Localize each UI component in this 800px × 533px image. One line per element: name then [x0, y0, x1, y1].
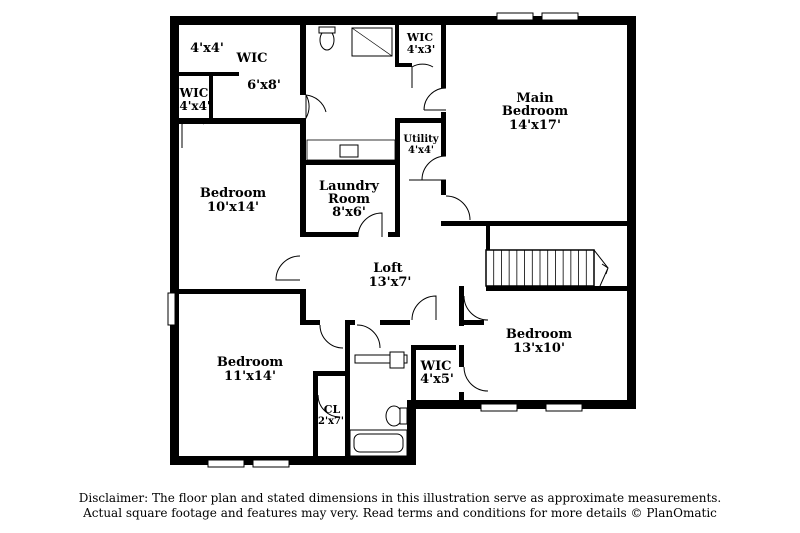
utility-dim: 4'x4'	[408, 145, 434, 156]
disclaimer-line-2: Actual square footage and features may v…	[83, 506, 717, 520]
closet-4x4-dim: 4'x4'	[190, 41, 224, 56]
disclaimer-line-1: Disclaimer: The floor plan and stated di…	[78, 491, 722, 505]
laundry-dim: 8'x6'	[332, 205, 366, 220]
loft-name: Loft	[373, 261, 402, 276]
closet-cl-dim: 2'x7'	[318, 416, 344, 427]
utility-name: Utility	[403, 134, 439, 145]
wic-4x4-name: WIC	[179, 86, 209, 100]
wic-6x8-dim: 6'x8'	[247, 78, 281, 93]
wic-4x4-dim: 4'x4'	[179, 99, 210, 113]
doors	[181, 63, 489, 418]
windows	[167, 12, 583, 468]
staircase	[485, 249, 609, 287]
bedroom-10x14-dim: 10'x14'	[207, 200, 259, 215]
wic-4x3-name: WIC	[406, 31, 433, 44]
bedroom-11x14-dim: 11'x14'	[224, 369, 276, 384]
interior-walls	[170, 25, 636, 465]
closet-cl-name: CL	[324, 403, 341, 416]
bedroom-13x10-name: Bedroom	[506, 327, 573, 342]
bedroom-10x14-name: Bedroom	[200, 186, 267, 201]
loft-dim: 13'x7'	[369, 275, 412, 290]
laundry-name-line2: Room	[328, 192, 370, 207]
main-bedroom-name-line1: Main	[516, 91, 554, 106]
main-bedroom-name-line2: Bedroom	[502, 104, 569, 119]
wic-4x5-name: WIC	[419, 359, 451, 374]
wic-4x5-dim: 4'x5'	[420, 372, 454, 387]
bedroom-13x10-dim: 13'x10'	[513, 341, 565, 356]
fixtures	[306, 26, 408, 457]
wic-6x8-name: WIC	[235, 51, 267, 66]
laundry-name-line1: Laundry	[319, 179, 379, 194]
main-bedroom-dim: 14'x17'	[509, 118, 561, 133]
bedroom-11x14-name: Bedroom	[217, 355, 284, 370]
stair-direction-arrow	[593, 249, 609, 287]
wic-4x3-dim: 4'x3'	[407, 43, 436, 56]
exterior-walls	[170, 16, 636, 465]
room-labels: 4'x4' WIC 6'x8' WIC 4'x4' WIC 4'x3' Main…	[179, 31, 573, 427]
